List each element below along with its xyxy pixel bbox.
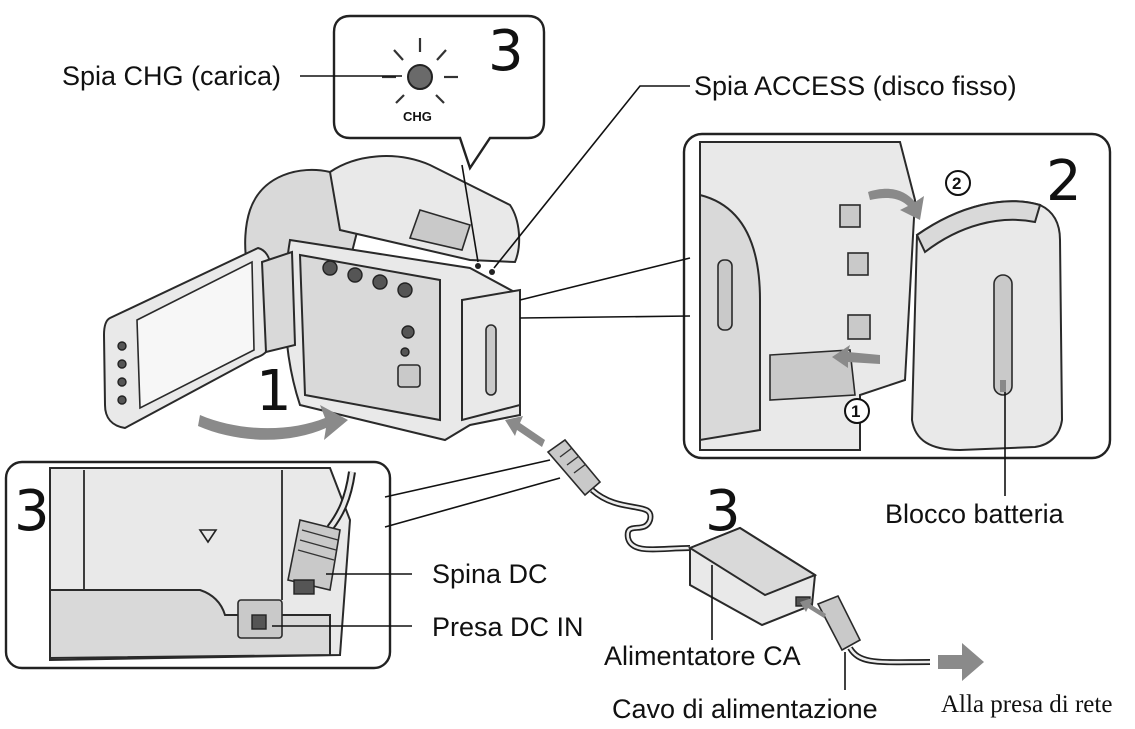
leader-chg-to-camera	[461, 164, 479, 263]
circled-step-1	[844, 398, 870, 424]
lcd-button	[117, 341, 127, 351]
battery-zoom-line	[519, 315, 691, 319]
camcorder-side-panel	[298, 253, 441, 422]
circled-step-1-label: 1	[851, 402, 860, 421]
lcd-hinge	[260, 250, 297, 354]
camcorder-slot	[397, 364, 421, 388]
chg-light-dot	[475, 263, 481, 269]
lcd-screen	[102, 246, 297, 430]
dcin-panel-divider	[83, 470, 283, 600]
camcorder-grip	[408, 209, 472, 251]
battery-terminal	[847, 252, 869, 276]
step-1-number: 1	[256, 359, 292, 424]
chg-indicator-text: CHG	[403, 109, 432, 124]
mains-cable	[847, 646, 931, 666]
camcorder-button	[322, 260, 338, 276]
battery-terminal	[847, 314, 871, 340]
leader-spia-access	[493, 85, 690, 269]
battery-contacts	[769, 349, 856, 401]
camcorder-button	[347, 267, 363, 283]
dcin-zoom-line	[384, 477, 561, 528]
lcd-button	[117, 395, 127, 405]
chg-light-rays	[382, 38, 458, 104]
battery-pack-top	[915, 200, 1042, 254]
step-2-number: 2	[1046, 149, 1082, 214]
battery-terminal	[839, 204, 861, 228]
battery-pack-latch	[1000, 380, 1006, 392]
adapter-plug-arrow	[800, 598, 826, 618]
ac-adapter-top	[687, 526, 818, 597]
battery-callout: 2 1 2	[682, 132, 1112, 460]
camcorder-button	[372, 274, 388, 290]
dcin-lower-panel	[49, 589, 331, 660]
ac-adapter-assembly: 3	[505, 416, 984, 681]
chg-light-icon	[407, 64, 433, 90]
dcin-socket-hole	[251, 614, 267, 630]
dcin-callout: 3	[4, 460, 392, 670]
open-lcd-arrow	[198, 405, 348, 440]
dcin-zoom-line	[384, 459, 551, 498]
step-3-number-top: 3	[488, 19, 524, 84]
label-cavo: Cavo di alimentazione	[612, 694, 878, 724]
access-light-dot	[489, 269, 495, 275]
plug-in-arrow	[505, 416, 545, 447]
dc-plug-main	[546, 438, 602, 497]
label-spia-access: Spia ACCESS (disco fisso)	[694, 71, 1017, 101]
lcd-display	[136, 260, 255, 410]
lcd-button	[117, 359, 127, 369]
dcin-triangle-mark	[198, 529, 218, 544]
dc-plug-ribs	[297, 529, 339, 561]
dc-cable-inner	[591, 489, 691, 551]
lcd-button	[117, 377, 127, 387]
dc-plug-tip	[293, 579, 315, 595]
camcorder-button	[401, 325, 415, 339]
to-outlet-arrow	[938, 643, 984, 681]
dc-plug-main-ribs	[559, 447, 587, 474]
dc-plug-cable-inner	[328, 471, 354, 530]
camcorder-top	[328, 155, 521, 264]
label-presa-dc-in: Presa DC IN	[432, 612, 584, 642]
mains-cable-inner	[848, 647, 931, 664]
circled-step-2-label: 2	[952, 174, 961, 193]
chg-callout-box	[332, 14, 546, 171]
label-alimentatore: Alimentatore CA	[604, 641, 801, 671]
label-presa-rete: Alla presa di rete	[941, 691, 1112, 718]
camcorder-button	[400, 347, 410, 357]
mains-plug	[816, 594, 862, 652]
camcorder-rear-slot	[485, 324, 497, 396]
battery-compartment-slot	[717, 259, 733, 331]
camcorder-button	[397, 282, 413, 298]
label-blocco-batteria: Blocco batteria	[885, 499, 1065, 529]
circled-step-2	[945, 170, 971, 196]
step-3-number-left: 3	[14, 479, 50, 544]
insert-arrow-1	[832, 345, 880, 368]
insert-arrow-2	[868, 188, 924, 220]
step-3-number-adapter: 3	[705, 479, 741, 544]
battery-zoom-line	[519, 257, 691, 301]
chg-callout: CHG 3	[332, 14, 546, 171]
label-spia-chg: Spia CHG (carica)	[62, 61, 281, 91]
label-spina-dc: Spina DC	[432, 559, 548, 589]
battery-pack-groove	[993, 274, 1013, 396]
